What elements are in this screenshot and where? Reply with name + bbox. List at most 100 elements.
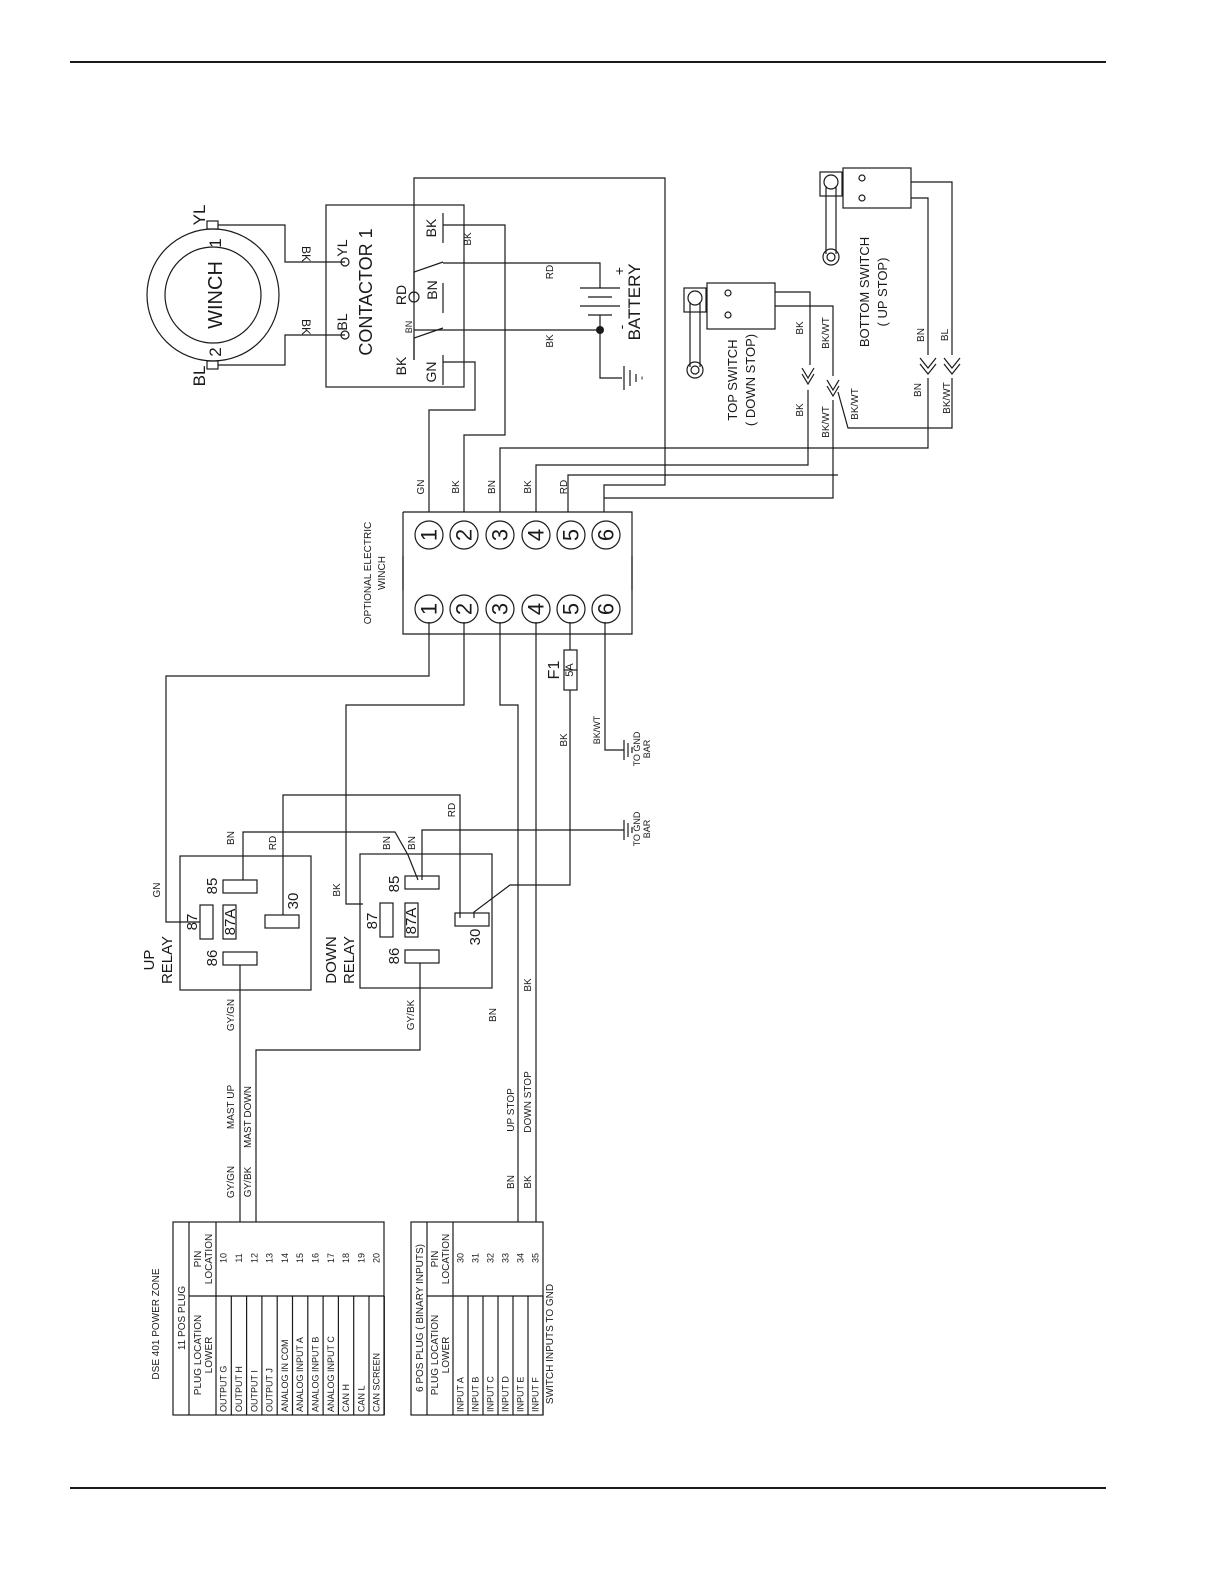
up-relay-87: 87 xyxy=(184,914,201,931)
table-cell-pin: 20 xyxy=(372,1253,382,1263)
wire-label: BK/WT xyxy=(821,317,832,349)
wire-label: BK xyxy=(523,978,534,992)
connector-pin-6 xyxy=(591,594,621,624)
wire-label: BN xyxy=(382,836,393,850)
table-cell-name: INPUT E xyxy=(516,1377,526,1412)
connector-pin-label: 2 xyxy=(452,529,477,541)
table-cell-pin: 13 xyxy=(265,1253,275,1263)
wire-c6-bkwt xyxy=(604,400,834,499)
plug11-col1-line2: LOWER xyxy=(204,1337,215,1374)
connector-pin-5 xyxy=(556,520,586,550)
table-cell-name: INPUT F xyxy=(531,1377,541,1412)
table-cell-name: OUTPUT J xyxy=(265,1368,275,1412)
wire-label: BK/WT xyxy=(821,406,832,438)
connector-symbol xyxy=(919,357,937,369)
wire-label: BL xyxy=(940,328,951,341)
wire-label: BK/WT xyxy=(850,388,861,420)
table-cell-pin: 19 xyxy=(356,1253,366,1263)
down-relay-87a: 87A xyxy=(403,908,420,935)
wire-ts-bkwt xyxy=(775,305,834,376)
plug6-col1-line2: LOWER xyxy=(441,1337,452,1374)
connector-symbol xyxy=(943,363,961,375)
table-cell-name: OUTPUT H xyxy=(234,1366,244,1412)
winch-term2: 2 xyxy=(206,347,225,356)
gnd-text-1a: TO GND xyxy=(632,731,642,766)
gnd-text-2b: BAR xyxy=(642,819,652,838)
contactor-label: CONTACTOR 1 xyxy=(356,228,376,355)
top-switch-sub: ( DOWN STOP) xyxy=(743,334,758,426)
table-cell-name: OUTPUT I xyxy=(249,1370,259,1412)
winch-motor: WINCH 1 2 YL BL xyxy=(146,205,280,386)
connector-label-1: OPTIONAL ELECTRIC xyxy=(363,522,374,624)
table-cell-name: CAN L xyxy=(356,1385,366,1412)
gnd-text-1b: BAR xyxy=(642,739,652,758)
wire-label: RD xyxy=(545,265,556,279)
wire-bs-bn xyxy=(911,197,929,355)
contactor-yl: YL xyxy=(334,239,350,256)
contactor-1: CONTACTOR 1 YL BL RD BN BK GN BK BN xyxy=(325,204,465,388)
table-cell-name: INPUT D xyxy=(501,1376,511,1412)
gnd-text-2a: TO GND xyxy=(632,811,642,846)
wire-pin1-gn xyxy=(165,622,430,868)
wire-label: BN xyxy=(487,480,498,494)
table-cell-name: ANALOG INPUT A xyxy=(295,1337,305,1412)
fuse-rating: 5A xyxy=(564,663,576,677)
wire-label: MAST UP xyxy=(226,1085,237,1130)
wire-label: GY/GN xyxy=(226,1166,237,1198)
table-cell-pin: 33 xyxy=(501,1253,511,1263)
plug11-col1-line1: PLUG LOCATION xyxy=(193,1315,204,1395)
table-cell-name: ANALOG IN COM xyxy=(280,1339,290,1412)
wire-label: BK xyxy=(332,883,343,897)
table-cell-name: INPUT C xyxy=(486,1376,496,1412)
wire-label: BK xyxy=(299,319,313,335)
wire-label: BN xyxy=(407,836,418,850)
table-cell-pin: 15 xyxy=(295,1253,305,1263)
wire-ts-bk xyxy=(775,291,811,365)
connector-symbol xyxy=(826,385,840,398)
connector-pin-label: 4 xyxy=(524,529,549,541)
plug-6-table: 6 POS PLUG ( BINARY INPUTS) PLUG LOCATIO… xyxy=(410,1221,556,1416)
winch-label: WINCH xyxy=(205,261,227,329)
table-cell-pin: 18 xyxy=(341,1253,351,1263)
wire-label: BK xyxy=(463,232,474,246)
wire-label: BN xyxy=(913,383,924,397)
bottom-switch-label: BOTTOM SWITCH xyxy=(857,237,872,347)
wire-label: BN xyxy=(916,328,927,342)
wire-winch-bl xyxy=(218,334,345,366)
table-cell-pin: 31 xyxy=(471,1253,481,1263)
contactor-bl: BL xyxy=(334,313,350,330)
wire-label: BK xyxy=(795,321,806,335)
connector-pin-label: 2 xyxy=(452,603,477,615)
battery: BATTERY + - - xyxy=(580,264,648,390)
wire-label: BK xyxy=(299,246,313,262)
table-cell-pin: 30 xyxy=(456,1253,466,1263)
wire-label: BK/WT xyxy=(592,715,602,744)
table-cell-pin: 34 xyxy=(516,1253,526,1263)
table-cell-pin: 14 xyxy=(280,1253,290,1263)
wire-label: UP STOP xyxy=(506,1088,517,1132)
wire-label: BK xyxy=(523,1175,534,1189)
table-cell-name: ANALOG INPUT C xyxy=(326,1336,336,1412)
down-relay-87: 87 xyxy=(364,913,381,930)
table-cell-pin: 17 xyxy=(326,1253,336,1263)
down-relay-label-2: RELAY xyxy=(341,936,358,984)
connector-pin-label: 4 xyxy=(524,603,549,615)
wire-label: GY/BK xyxy=(406,999,417,1030)
connector-pin-4 xyxy=(521,520,551,550)
plug6-col2-line1: PIN xyxy=(430,1251,441,1268)
contactor-gn: GN xyxy=(423,362,439,383)
connector-pin-label: 3 xyxy=(488,529,513,541)
winch-wire-yl: YL xyxy=(190,205,209,226)
table-cell-pin: 11 xyxy=(234,1253,244,1262)
ground-symbol-2 xyxy=(623,820,633,840)
connector-label-2: WINCH xyxy=(377,556,388,590)
table-cell-name: OUTPUT G xyxy=(219,1366,229,1412)
up-relay-label-1: UP xyxy=(141,950,158,971)
table-cell-pin: 32 xyxy=(486,1253,496,1263)
wire-c3-bn xyxy=(499,378,929,512)
up-relay-85: 85 xyxy=(204,878,221,895)
top-switch-label: TOP SWITCH xyxy=(725,339,740,420)
plug6-footer: SWITCH INPUTS TO GND xyxy=(545,1284,556,1404)
wire-gn-contactor xyxy=(428,361,476,512)
